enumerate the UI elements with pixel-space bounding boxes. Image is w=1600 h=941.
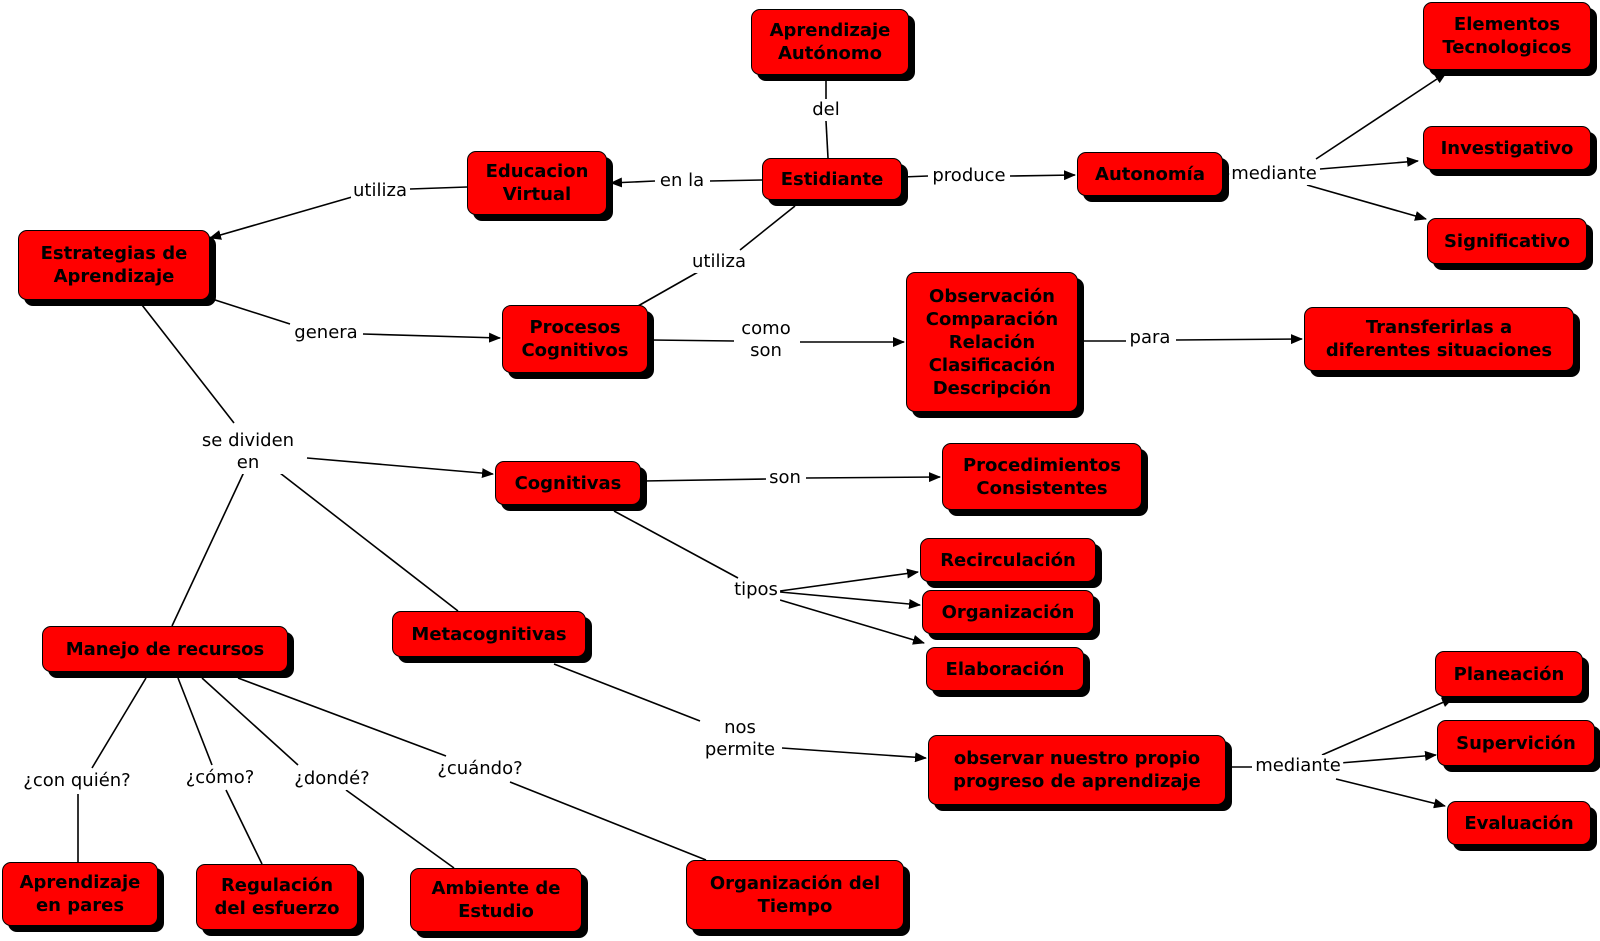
edge-procesos-comoson — [650, 339, 735, 342]
edge-produce-autonomia — [1009, 170, 1076, 181]
node-metacognitivas[interactable]: Metacognitivas — [392, 611, 586, 657]
link-label-mediante-observar: mediante — [1253, 755, 1343, 777]
link-label-genera: genera — [292, 322, 360, 344]
node-procesos-cognitivos[interactable]: Procesos Cognitivos — [502, 305, 648, 373]
edge-mediante-planeacion — [1321, 697, 1454, 756]
node-transferirlas[interactable]: Transferirlas a diferentes situaciones — [1304, 307, 1574, 371]
edge-educacion-utiliza — [409, 186, 468, 190]
edge-sedividen-cognitivas — [306, 457, 494, 479]
edge-cognitivas-tipos — [613, 510, 739, 579]
link-label-con-quien: ¿con quién? — [21, 770, 133, 792]
edge-mediante-evaluacion — [1335, 778, 1446, 809]
edge-mediante-significativo — [1306, 184, 1427, 221]
link-label-como-son: como son — [739, 318, 793, 362]
link-label-del: del — [810, 99, 842, 121]
edge-estidiante-utiliza — [739, 205, 796, 251]
edge-cognitivas-son — [642, 478, 767, 482]
link-label-en-la: en la — [657, 170, 707, 192]
edge-estidiante-enla — [709, 179, 763, 182]
edge-mediante-investigativo — [1319, 156, 1419, 170]
node-observacion-list[interactable]: Observación Comparación Relación Clasifi… — [906, 272, 1078, 412]
link-label-donde: ¿dondé? — [292, 768, 372, 790]
edge-sedividen-metacognitivas — [279, 472, 459, 612]
edge-tipos-organizacion — [779, 591, 921, 609]
edge-utiliza-estrategias — [209, 196, 353, 240]
node-procedimientos-consistentes[interactable]: Procedimientos Consistentes — [942, 443, 1142, 510]
link-label-para: para — [1127, 327, 1173, 349]
node-elementos-tecnologicos[interactable]: Elementos Tecnologicos — [1423, 2, 1591, 70]
node-autonomia[interactable]: Autonomía — [1077, 152, 1223, 196]
node-elaboracion[interactable]: Elaboración — [926, 647, 1084, 691]
edge-son-procedimientos — [805, 472, 941, 483]
edge-cuando-tiempo — [509, 781, 707, 861]
edge-estrategias-genera — [211, 298, 291, 325]
edge-tipos-recirculacion — [779, 568, 919, 592]
edge-enla-educacion — [610, 177, 656, 188]
edge-donde-ambiente — [345, 789, 455, 869]
link-label-son: son — [767, 467, 803, 489]
node-investigativo[interactable]: Investigativo — [1423, 126, 1591, 170]
node-organizacion-tiempo[interactable]: Organización del Tiempo — [686, 860, 904, 930]
edge-mediante-supervicion — [1339, 750, 1437, 764]
node-manejo-recursos[interactable]: Manejo de recursos — [42, 626, 288, 672]
edge-mediante-elementos — [1315, 72, 1447, 160]
link-label-mediante-autonomia: mediante — [1229, 163, 1319, 185]
node-evaluacion[interactable]: Evaluación — [1447, 801, 1591, 845]
node-significativo[interactable]: Significativo — [1427, 218, 1587, 264]
node-observar-progreso[interactable]: observar nuestro propio progreso de apre… — [928, 735, 1226, 805]
node-estrategias-aprendizaje[interactable]: Estrategias de Aprendizaje — [18, 230, 210, 300]
edge-manejo-como — [177, 677, 213, 766]
edge-metacognitivas-nospermite — [553, 663, 701, 722]
link-label-tipos: tipos — [732, 579, 780, 601]
node-planeacion[interactable]: Planeación — [1435, 651, 1583, 697]
link-label-como: ¿cómo? — [183, 767, 257, 789]
edge-nospermite-observar — [781, 747, 927, 763]
edge-utiliza-procesos — [637, 271, 699, 307]
node-educacion-virtual[interactable]: Educacion Virtual — [467, 151, 607, 215]
edge-manejo-cuando — [237, 677, 447, 757]
node-supervicion[interactable]: Supervición — [1437, 720, 1595, 766]
link-label-nos-permite: nos permite — [702, 717, 778, 761]
edge-como-regulacion — [225, 789, 263, 865]
node-aprendizaje-autonomo[interactable]: Aprendizaje Autónomo — [751, 9, 909, 75]
node-aprendizaje-pares[interactable]: Aprendizaje en pares — [2, 862, 158, 926]
link-label-se-dividen-en: se dividen en — [199, 430, 297, 474]
edge-manejo-conquien — [91, 677, 147, 769]
edge-genera-procesos — [362, 332, 501, 343]
edge-estidiante-produce — [901, 175, 929, 178]
node-recirculacion[interactable]: Recirculación — [920, 538, 1096, 582]
node-organizacion[interactable]: Organización — [922, 590, 1094, 634]
edge-estrategias-sedividen — [141, 304, 235, 424]
node-cognitivas[interactable]: Cognitivas — [495, 461, 641, 505]
edge-tipos-elaboracion — [779, 599, 925, 645]
node-regulacion-esfuerzo[interactable]: Regulación del esfuerzo — [196, 864, 358, 930]
link-label-utiliza-estidiante: utiliza — [690, 251, 748, 273]
edge-sedividen-manejo — [171, 471, 245, 627]
link-label-utiliza-educacion: utiliza — [351, 180, 409, 202]
node-ambiente-estudio[interactable]: Ambiente de Estudio — [410, 868, 582, 932]
edge-para-transferirlas — [1175, 334, 1303, 345]
edge-del-estidiante — [825, 120, 829, 159]
link-label-produce: produce — [930, 165, 1008, 187]
node-estidiante[interactable]: Estidiante — [762, 158, 902, 200]
link-label-cuando: ¿cuándo? — [435, 758, 525, 780]
edge-manejo-donde — [201, 677, 299, 766]
